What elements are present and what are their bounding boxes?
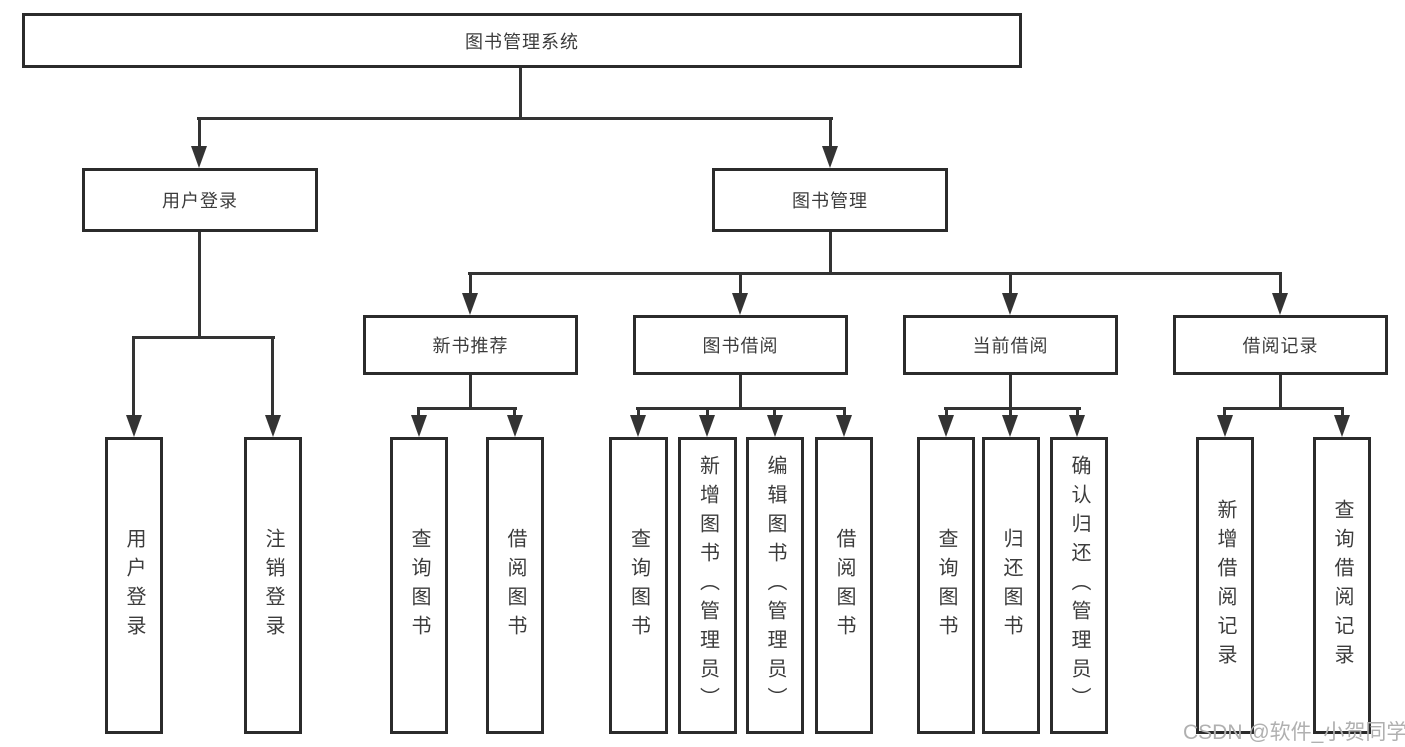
leaf-return-books: 归还图书 [982, 437, 1040, 734]
leaf-edit-books-admin: 编辑图书（管理员） [746, 437, 804, 734]
node-book-management: 图书管理 [712, 168, 948, 232]
node-new-book-recommendation: 新书推荐 [363, 315, 578, 375]
connector-line [198, 117, 201, 148]
arrow-down-icon [191, 146, 207, 168]
leaf-query-books-recommend: 查询图书 [390, 437, 448, 734]
leaf-query-borrow-record: 查询借阅记录 [1313, 437, 1371, 734]
leaf-label: 注销登录 [262, 527, 284, 644]
leaf-logout: 注销登录 [244, 437, 302, 734]
connector-line [132, 336, 135, 417]
arrow-down-icon [462, 293, 478, 315]
leaf-label: 新增借阅记录 [1214, 498, 1236, 673]
connector-line [706, 407, 709, 417]
connector-line [469, 375, 472, 409]
connector-line [1009, 375, 1012, 409]
leaf-label: 查询图书 [935, 527, 957, 644]
leaf-label: 借阅图书 [504, 527, 526, 644]
node-label: 图书管理 [792, 191, 868, 211]
arrow-down-icon [1002, 415, 1018, 437]
arrow-down-icon [1002, 293, 1018, 315]
leaf-query-books-current: 查询图书 [917, 437, 975, 734]
leaf-label: 查询图书 [408, 527, 430, 644]
connector-line [271, 336, 274, 417]
connector-line [417, 407, 420, 417]
leaf-add-borrow-record: 新增借阅记录 [1196, 437, 1254, 734]
leaf-label: 确认归还（管理员） [1068, 455, 1090, 716]
connector-line [513, 407, 516, 417]
node-label: 图书借阅 [702, 336, 779, 356]
connector-line [637, 407, 640, 417]
connector-line [468, 272, 1282, 275]
arrow-down-icon [507, 415, 523, 437]
leaf-add-books-admin: 新增图书（管理员） [678, 437, 737, 734]
node-label: 借阅记录 [1242, 336, 1319, 356]
node-current-borrowing: 当前借阅 [903, 315, 1118, 375]
arrow-down-icon [1272, 293, 1288, 315]
connector-line [417, 407, 517, 410]
connector-line [1076, 407, 1079, 417]
leaf-label: 查询借阅记录 [1331, 498, 1353, 673]
connector-line [829, 232, 832, 274]
arrow-down-icon [411, 415, 427, 437]
leaf-label: 借阅图书 [833, 527, 855, 644]
arrow-down-icon [1217, 415, 1233, 437]
connector-line [1223, 407, 1226, 417]
arrow-down-icon [1334, 415, 1350, 437]
connector-line [1341, 407, 1344, 417]
node-label: 图书管理系统 [465, 31, 579, 52]
leaf-confirm-return-admin: 确认归还（管理员） [1050, 437, 1108, 734]
connector-line [829, 117, 832, 148]
leaf-label: 编辑图书（管理员） [764, 455, 786, 716]
connector-line [945, 407, 948, 417]
connector-line [944, 407, 1081, 410]
connector-line [1279, 272, 1282, 295]
connector-line [739, 375, 742, 409]
node-label: 新书推荐 [432, 336, 509, 356]
node-book-borrowing: 图书借阅 [633, 315, 848, 375]
arrow-down-icon [699, 415, 715, 437]
arrow-down-icon [938, 415, 954, 437]
connector-line [132, 336, 275, 339]
leaf-label: 归还图书 [1000, 527, 1022, 644]
leaf-label: 查询图书 [627, 527, 650, 644]
arrow-down-icon [836, 415, 852, 437]
connector-line [636, 407, 846, 410]
arrow-down-icon [265, 415, 281, 437]
leaf-label: 新增图书（管理员） [696, 455, 719, 716]
node-label: 当前借阅 [972, 336, 1049, 356]
connector-line [1009, 407, 1012, 417]
connector-line [843, 407, 846, 417]
connector-line [1223, 407, 1344, 410]
watermark: CSDN @软件_小贺同学 [1183, 721, 1405, 744]
arrow-down-icon [126, 415, 142, 437]
arrow-down-icon [822, 146, 838, 168]
node-label: 用户登录 [162, 191, 238, 211]
connector-line [197, 117, 833, 120]
connector-line [519, 68, 522, 119]
connector-line [1009, 272, 1012, 295]
arrow-down-icon [767, 415, 783, 437]
leaf-borrow-books-borrowing: 借阅图书 [815, 437, 873, 734]
node-user-login: 用户登录 [82, 168, 318, 232]
arrow-down-icon [732, 293, 748, 315]
connector-line [773, 407, 776, 417]
arrow-down-icon [630, 415, 646, 437]
leaf-borrow-books-recommend: 借阅图书 [486, 437, 544, 734]
node-library-system: 图书管理系统 [22, 13, 1022, 68]
leaf-user-login: 用户登录 [105, 437, 163, 734]
connector-line [198, 232, 201, 338]
arrow-down-icon [1069, 415, 1085, 437]
node-borrowing-records: 借阅记录 [1173, 315, 1388, 375]
leaf-query-books-borrowing: 查询图书 [609, 437, 668, 734]
connector-line [1279, 375, 1282, 409]
connector-line [469, 272, 472, 295]
leaf-label: 用户登录 [123, 527, 145, 644]
connector-line [739, 272, 742, 295]
